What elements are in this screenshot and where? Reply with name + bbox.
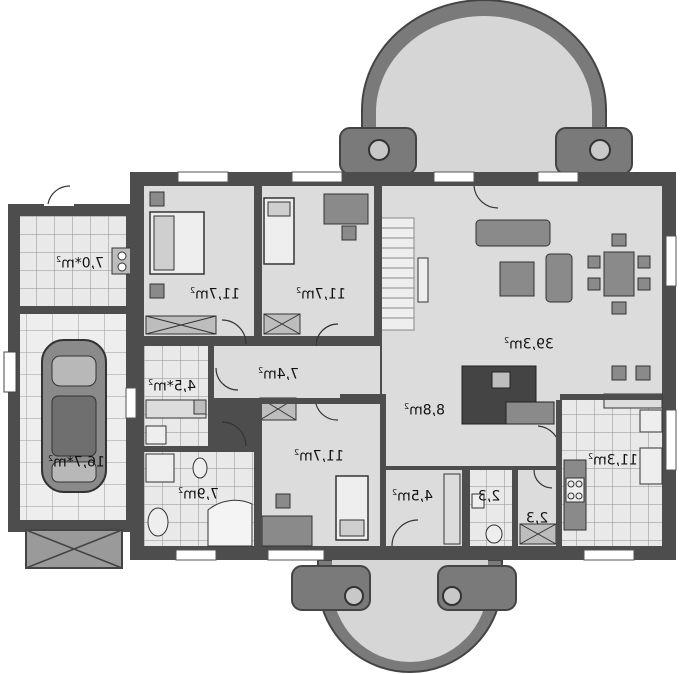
- utility-door-swing: [47, 185, 71, 205]
- garage-wing: [3, 185, 138, 569]
- room-area-pantry: 2,3: [526, 510, 549, 527]
- entrance-fixtures: [443, 473, 557, 545]
- kitchen-fixtures: [563, 393, 663, 531]
- wc-toilet-icon: [485, 524, 503, 544]
- desk-2: [261, 515, 313, 547]
- room-area-living-room: 39,3m2: [504, 336, 554, 353]
- car-icon: [41, 339, 107, 493]
- planter-front-left: [344, 586, 364, 606]
- hall-floor: [214, 346, 380, 398]
- stove-icon: [565, 477, 585, 503]
- staircase: [379, 217, 415, 331]
- wardrobe-room-fixtures: [145, 399, 207, 445]
- door-swings: [215, 185, 561, 547]
- toilet-icon: [192, 457, 208, 479]
- bedroom-3-furniture: [259, 397, 369, 547]
- shower-icon: [145, 453, 175, 483]
- sink-icon: [147, 507, 169, 537]
- rear-terrace: [339, 0, 633, 181]
- bedroom-2-furniture: [263, 193, 369, 335]
- room-area-wardrobe: 4,5*m2: [148, 378, 196, 395]
- sink-kitchen-icon: [639, 447, 663, 485]
- planter-left: [368, 139, 390, 161]
- room-area-bathroom: 7,9m2: [178, 486, 219, 503]
- room-area-bedroom-1: 11,7m2: [190, 286, 240, 303]
- room-area-kitchen: 11,3m2: [588, 452, 638, 469]
- room-area-hall: 7,4m2: [258, 366, 299, 383]
- corner-bathtub-icon: [207, 499, 253, 547]
- room-area-entrance: 4,5m2: [392, 488, 433, 505]
- planter-front-right: [442, 586, 462, 606]
- utility-floor: [20, 216, 126, 306]
- planter-right: [589, 139, 611, 161]
- armchair-icon: [545, 253, 573, 303]
- windows: [125, 171, 677, 561]
- bathroom-fixtures: [145, 453, 253, 547]
- room-area-bedroom-2: 11,7m2: [296, 286, 346, 303]
- room-area-garage: 16,7*m2: [48, 454, 105, 471]
- tv-icon: [417, 257, 429, 303]
- dining-table: [603, 251, 635, 297]
- room-area-bedroom-3: 11,7m2: [294, 448, 344, 465]
- coffee-table: [499, 261, 535, 297]
- interior-walls: [144, 186, 662, 546]
- front-terrace: [291, 559, 517, 673]
- sofa-icon: [475, 219, 551, 247]
- bedroom-1-furniture: [145, 191, 217, 335]
- desk: [323, 193, 369, 225]
- room-area-utility: 7,0*m2: [56, 255, 104, 272]
- room-area-wc: 2,3: [478, 488, 501, 505]
- room-area-vestibule: 8,8m2: [404, 402, 445, 419]
- living-room-furniture: [417, 219, 651, 425]
